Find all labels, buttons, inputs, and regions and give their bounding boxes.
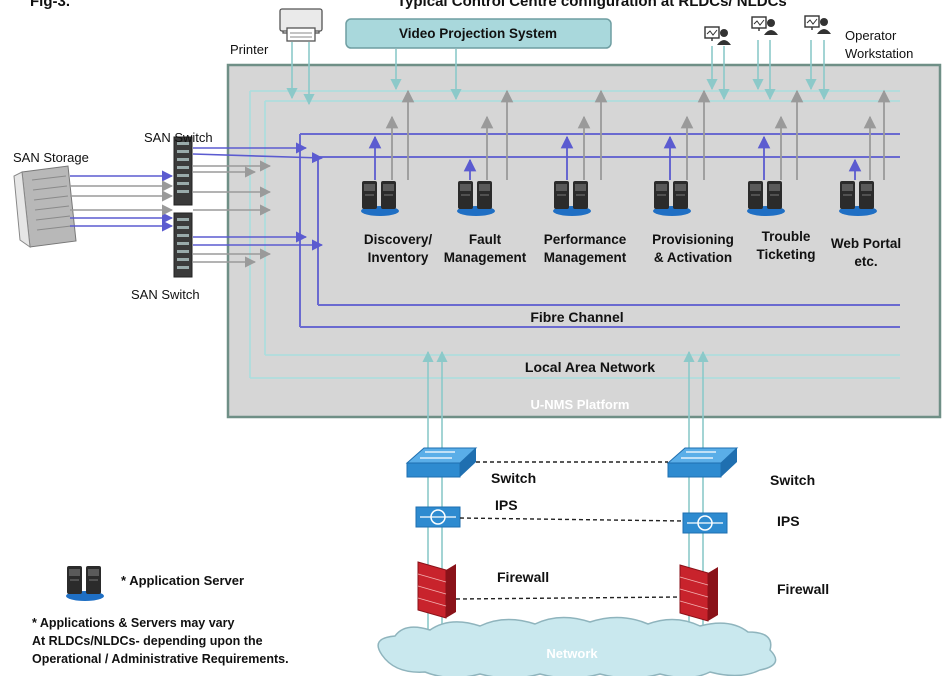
firewall-right-label: Firewall (777, 581, 829, 597)
diagram-title: Typical Control Centre configuration at … (397, 0, 787, 10)
network-switch-icon (666, 447, 739, 478)
video-projection-box (345, 18, 612, 49)
legend-note-line3: Operational / Administrative Requirement… (32, 652, 289, 666)
storage-switch-links (70, 170, 174, 232)
printer-label: Printer (230, 42, 269, 57)
app-label: Provisioning (652, 232, 734, 247)
switch-platform-links (192, 142, 324, 268)
ips-icon (415, 506, 461, 528)
figure-label: Fig-3. (30, 0, 70, 10)
legend-app-server-icon (65, 565, 105, 602)
san-storage-label: SAN Storage (13, 150, 89, 165)
ips-left-label: IPS (495, 497, 518, 513)
san-switch-bottom-label: SAN Switch (131, 287, 200, 302)
legend-note-line1: * Applications & Servers may vary (32, 616, 234, 630)
app-label: Performance (544, 232, 627, 247)
fibre-channel-label: Fibre Channel (530, 309, 623, 325)
network-cloud (377, 616, 777, 676)
network-label: Network (546, 646, 598, 661)
app-connections (368, 89, 891, 180)
switch-right-label: Switch (770, 472, 815, 488)
operator-workstation-icon (804, 15, 832, 35)
legend-app-server-label: * Application Server (121, 573, 244, 588)
san-switch-icon (173, 212, 193, 278)
ips-right-label: IPS (777, 513, 800, 529)
video-projection-label: Video Projection System (399, 26, 557, 41)
lan-label: Local Area Network (525, 359, 655, 375)
fibre-channel-lines (299, 133, 900, 328)
firewall-icon (417, 561, 456, 619)
app-label: Discovery/ (364, 232, 433, 247)
app-label: Management (444, 250, 527, 265)
projection-connection (390, 49, 462, 101)
legend-note-line2: At RLDCs/NLDCs- depending upon the (32, 634, 263, 648)
operator-label: Operator (845, 28, 897, 43)
app-label: Management (544, 250, 627, 265)
workstation-connections (706, 40, 830, 101)
platform-label: U-NMS Platform (531, 397, 630, 412)
san-switch-top-label: SAN Switch (144, 130, 213, 145)
san-storage-icon (13, 165, 77, 249)
firewall-dashed-link (455, 596, 681, 600)
ips-dashed-link (459, 517, 684, 522)
app-label: etc. (854, 254, 877, 269)
operator-workstation-icon (751, 16, 779, 36)
firewall-icon (679, 564, 718, 622)
workstation-label: Workstation (845, 46, 913, 61)
network-switch-icon (405, 447, 478, 478)
printer-icon (279, 8, 323, 42)
app-label: Inventory (368, 250, 429, 265)
san-switch-icon (173, 136, 193, 206)
printer-connection (286, 42, 315, 106)
ips-icon (682, 512, 728, 534)
application-labels: Discovery/ Inventory Fault Management Pe… (364, 229, 901, 269)
app-label: Web Portal (831, 236, 901, 251)
firewall-left-label: Firewall (497, 569, 549, 585)
app-label: Ticketing (756, 247, 815, 262)
app-label: Fault (469, 232, 502, 247)
switch-left-label: Switch (491, 470, 536, 486)
app-label: & Activation (654, 250, 732, 265)
operator-workstation-icon (704, 26, 732, 46)
app-label: Trouble (762, 229, 811, 244)
